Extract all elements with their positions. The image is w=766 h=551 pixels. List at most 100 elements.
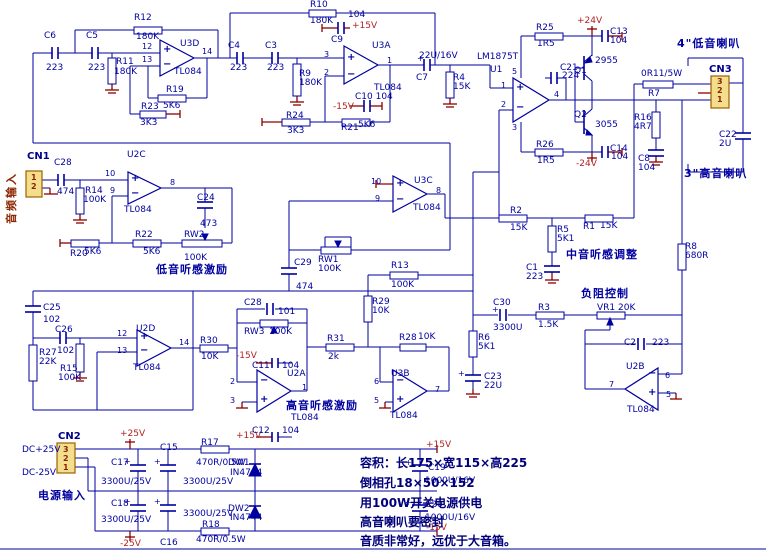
label-c16-plus: + <box>154 497 161 506</box>
label-c1: C1 <box>526 263 539 273</box>
label-c19: C19 <box>428 463 446 473</box>
label-r13: R13 <box>391 261 409 271</box>
label-c15: C15 <box>160 443 178 453</box>
label-u2c-part: TL084 <box>124 205 152 215</box>
label-r8: R8 <box>685 242 697 252</box>
label-r3v: 1.5K <box>538 320 559 330</box>
label-dw2v: IN4744 <box>230 513 263 523</box>
label-r23v: 3K3 <box>140 118 158 128</box>
label-c3v: 223 <box>267 63 285 73</box>
label-c18-plus: + <box>124 497 131 506</box>
label-u3c-minus: − <box>396 194 405 205</box>
label-r26: R26 <box>536 140 554 150</box>
label-u3d-pin14: 14 <box>202 47 213 56</box>
label-u3b-plus: + <box>396 394 405 405</box>
label-r20v: 5K6 <box>84 247 102 257</box>
label-bass-label: 低音听感激励 <box>156 263 228 276</box>
label-p24: +24V <box>577 16 603 26</box>
resistor-body <box>308 9 337 18</box>
label-u3d-minus: − <box>163 59 172 70</box>
label-c8v: 104 <box>638 163 656 173</box>
resistor-body <box>363 295 373 323</box>
label-c6v: 223 <box>46 63 64 73</box>
label-p25: +25V <box>120 429 146 439</box>
label-c16v: 3300U/25V <box>183 509 234 519</box>
label-u3a-pin3: 3 <box>324 50 330 59</box>
label-dc-pos: DC+25V <box>22 445 61 455</box>
label-cn3: CN3 <box>709 64 732 75</box>
label-q1: Q1 <box>574 66 587 76</box>
label-r21: R21 <box>341 123 359 133</box>
label-c21: C21 <box>560 63 578 73</box>
label-r16: R16 <box>634 113 652 123</box>
label-r6v: 5K1 <box>478 342 496 352</box>
resistor-body <box>75 343 85 373</box>
label-r13v: 100K <box>391 280 415 290</box>
label-u3a-part: TL084 <box>374 83 402 93</box>
label-u2c-pin9: 9 <box>110 186 116 195</box>
opamp-body <box>127 171 163 205</box>
label-r14: R14 <box>85 186 103 196</box>
label-r16v: 4R7 <box>634 122 652 132</box>
label-c12: C12 <box>252 426 270 436</box>
connector-body <box>710 75 730 109</box>
diode-arrow <box>201 233 209 242</box>
label-c7: C7 <box>416 73 429 83</box>
label-u1-pin4: 4 <box>554 90 560 99</box>
opamp-body <box>159 39 196 77</box>
label-c17v: 3300U/25V <box>101 477 152 487</box>
resistor-body <box>107 57 117 85</box>
resistor-body <box>534 148 564 157</box>
label-u1-part: LM1875T <box>477 52 519 62</box>
label-c28av: 474 <box>57 187 75 197</box>
label-dw2: DW2 <box>228 504 250 514</box>
label-r5: R5 <box>557 225 569 235</box>
resistor-body <box>75 187 85 215</box>
label-u2b-minus: − <box>648 368 657 379</box>
label-u2c: U2C <box>127 150 146 160</box>
label-note3: 用100W开关电源供电 <box>360 496 483 510</box>
resistor-body <box>468 330 478 358</box>
resistor-body <box>200 527 230 536</box>
resistor-body <box>281 118 311 127</box>
label-u2d-plus: + <box>140 331 149 342</box>
label-c23-plus: + <box>458 369 465 378</box>
connector-body <box>25 170 43 198</box>
label-u2a-minus: − <box>260 375 269 386</box>
label-r20: R20 <box>70 249 88 259</box>
label-c26v: 102 <box>57 346 75 356</box>
label-r30: R30 <box>200 336 218 346</box>
label-r25v: 1R5 <box>537 39 555 49</box>
label-vr1: VR1 20K <box>597 303 636 313</box>
label-c22: C22 <box>719 130 737 140</box>
label-r7: R7 <box>648 89 660 99</box>
label-u3b-pin7: 7 <box>435 385 441 394</box>
resistor-body <box>389 271 419 280</box>
label-c12v: 104 <box>282 426 300 436</box>
label-m15c: -15V <box>426 523 447 533</box>
label-c19v: 1000U/16V <box>425 476 476 486</box>
label-c14v: 104 <box>611 152 629 162</box>
label-c2v: 223 <box>652 338 670 348</box>
label-rw1: RW1 <box>318 255 339 265</box>
label-r1: R1 <box>583 222 595 232</box>
label-c6: C6 <box>44 31 57 41</box>
label-u2c-plus: + <box>131 173 140 184</box>
label-c14: C14 <box>610 144 628 154</box>
label-p15a: +15V <box>352 21 378 31</box>
label-u1-pin1: 1 <box>501 81 507 90</box>
label-rw2v: 100K <box>184 253 208 263</box>
label-u2d-pin13: 13 <box>117 346 128 355</box>
label-r15: R15 <box>60 364 78 374</box>
label-r1v: 15K <box>600 221 618 231</box>
label-c23: C23 <box>484 372 502 382</box>
label-note2: 倒相孔18×50×152 <box>360 476 475 490</box>
diode-arrow <box>248 462 262 477</box>
label-c28bv: 101 <box>278 307 296 317</box>
resistor-body <box>445 71 455 99</box>
resistor-body <box>157 94 187 103</box>
label-u3a-pin2: 2 <box>324 68 330 77</box>
label-power-in: 电源输入 <box>38 489 86 502</box>
label-u3c-plus: + <box>396 178 405 189</box>
